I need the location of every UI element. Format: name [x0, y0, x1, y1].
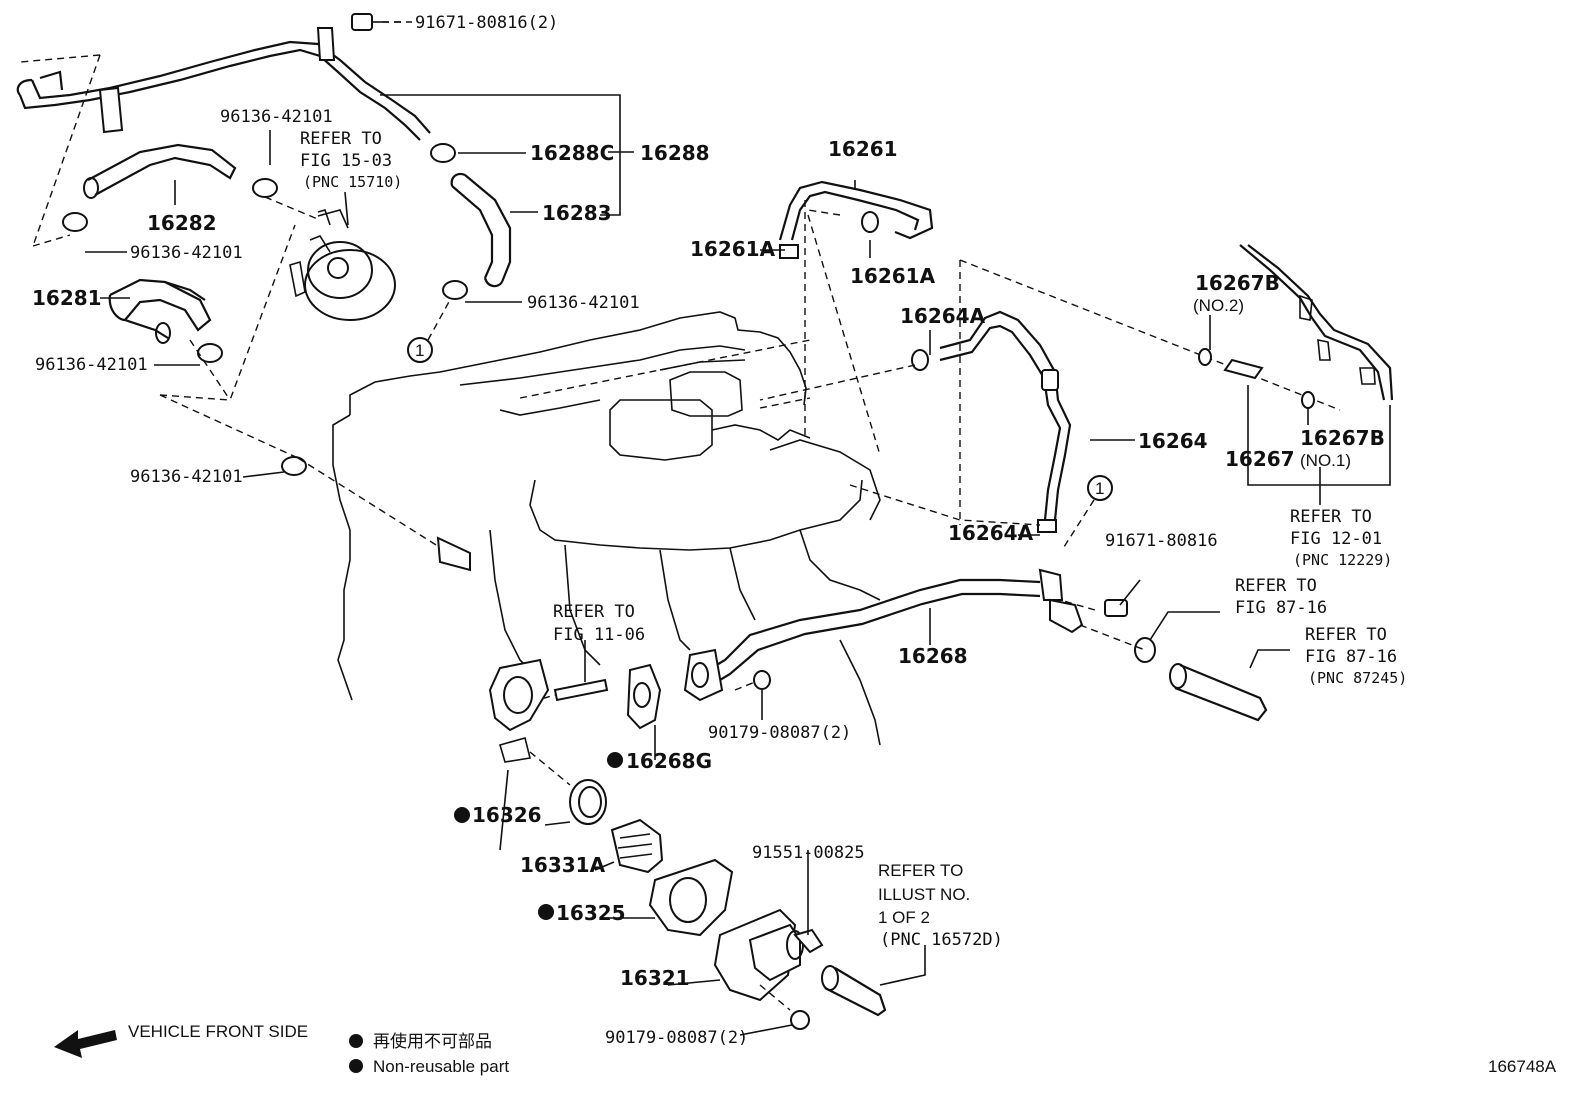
figure-id: 166748A	[1488, 1057, 1557, 1076]
label-refer-8716a-l2: FIG 87-16	[1235, 598, 1327, 618]
label-refer-1503-l2: FIG 15-03	[300, 151, 392, 171]
hose-16267	[1198, 348, 1315, 409]
label-16264: 16264	[1138, 429, 1208, 453]
label-16282: 16282	[147, 211, 217, 235]
hose-16288-assembly	[16, 27, 431, 247]
clamp-16288c	[430, 143, 456, 163]
label-clamp-left-a: 96136-42101	[130, 243, 243, 263]
vehicle-front-arrow-icon	[54, 1030, 117, 1058]
hose-16282	[83, 143, 237, 205]
non-reusable-dot-16326	[454, 807, 470, 823]
label-16326: 16326	[472, 803, 542, 827]
label-refer-8716b-l1: REFER TO	[1305, 625, 1387, 645]
label-refer-illust-l3: 1 OF 2	[878, 908, 930, 927]
label-16261: 16261	[828, 137, 898, 161]
gasket-16326	[569, 779, 607, 825]
engine-drawing	[332, 311, 881, 746]
hose-pnc-16572d	[821, 965, 887, 1017]
label-refer-8716b-l2: FIG 87-16	[1305, 647, 1397, 667]
thermostat-16331a	[610, 818, 664, 874]
label-bolt-top: 91671-80816(2)	[415, 13, 558, 33]
sensor-part	[436, 536, 471, 572]
legend-vehicle-front: VEHICLE FRONT SIDE	[128, 1022, 308, 1041]
label-nut-bottom: 90179-08087(2)	[605, 1028, 748, 1048]
dashed-leaders-right	[759, 200, 1341, 526]
label-refer-1201-l1: REFER TO	[1290, 507, 1372, 527]
clamp-fig-8716	[1079, 624, 1156, 663]
legend: VEHICLE FRONT SIDE 再使用不可部品 Non-reusable …	[54, 1022, 1557, 1076]
label-16267: 16267	[1225, 447, 1295, 471]
label-refer-8716b-l3: (PNC 87245)	[1308, 669, 1407, 687]
label-circle-one-b: 1	[1095, 479, 1104, 498]
nut-bottom	[790, 1010, 810, 1030]
non-reusable-dot-16325	[538, 904, 554, 920]
hose-16281	[108, 278, 212, 344]
label-16331a: 16331A	[520, 853, 606, 877]
label-16267b-top: 16267B	[1195, 271, 1280, 295]
leader-circle-left	[427, 299, 451, 341]
label-refer-1201-l2: FIG 12-01	[1290, 529, 1382, 549]
label-16288: 16288	[640, 141, 710, 165]
label-clamp-mid: 96136-42101	[527, 293, 640, 313]
label-refer-1503-l1: REFER TO	[300, 129, 382, 149]
label-circle-one-a: 1	[415, 341, 424, 360]
label-no1: (NO.1)	[1300, 451, 1351, 470]
label-no2: (NO.2)	[1193, 296, 1244, 315]
label-16325: 16325	[556, 901, 626, 925]
label-16264a-bot: 16264A	[948, 521, 1034, 545]
oil-cooler	[289, 209, 396, 321]
label-16281: 16281	[32, 286, 102, 310]
legend-non-reusable-jp: 再使用不可部品	[373, 1031, 492, 1051]
label-bolt-mid: 91671-80816	[1105, 531, 1218, 551]
label-refer-illust-l2: ILLUST NO.	[878, 885, 970, 904]
label-clamp-left-c: 96136-42101	[130, 467, 243, 487]
label-refer-illust-l1: REFER TO	[878, 861, 963, 880]
hose-16264	[911, 310, 1072, 533]
legend-non-reusable-en: Non-reusable part	[373, 1057, 509, 1076]
label-refer-illust-l4: (PNC 16572D)	[880, 930, 1003, 950]
hose-16283	[442, 172, 512, 300]
water-inlet-16321	[713, 908, 804, 1011]
hose-16261	[778, 180, 934, 259]
label-nut-top: 90179-08087(2)	[708, 723, 851, 743]
label-16283: 16283	[542, 201, 612, 225]
bolt-bottom	[793, 928, 824, 954]
gasket-16325	[648, 858, 734, 937]
nut-top	[734, 670, 771, 691]
label-16288c: 16288C	[530, 141, 614, 165]
label-refer-1503-l3: (PNC 15710)	[303, 173, 402, 191]
label-16268g: 16268G	[626, 749, 712, 773]
label-16264a-top: 16264A	[900, 304, 986, 328]
label-bolt-bottom: 91551-00825	[752, 843, 865, 863]
label-clamp-left-b: 96136-42101	[35, 355, 148, 375]
label-refer-1106-l2: FIG 11-06	[553, 625, 645, 645]
circle-ref-1-left	[407, 337, 433, 363]
label-refer-8716a-l1: REFER TO	[1235, 576, 1317, 596]
non-reusable-dot-16268g	[607, 752, 623, 768]
gasket-16268g	[626, 663, 662, 730]
label-refer-1201-l3: (PNC 12229)	[1293, 551, 1392, 569]
legend-dot-jp	[349, 1034, 363, 1048]
callout-labels: 91671-80816(2) 96136-42101 REFER TO FIG …	[32, 13, 1407, 1048]
pipe-fig-1201	[1239, 244, 1394, 401]
label-16321: 16321	[620, 966, 690, 990]
leader-circle-right	[1061, 499, 1095, 551]
label-16261a-right: 16261A	[850, 264, 936, 288]
label-16268: 16268	[898, 644, 968, 668]
label-refer-1106-l1: REFER TO	[553, 602, 635, 622]
label-clamp-top: 96136-42101	[220, 107, 333, 127]
water-outlet-flange	[488, 658, 571, 851]
pipe-16268	[683, 568, 1084, 702]
legend-dot-en	[349, 1059, 363, 1073]
leader-lines	[85, 21, 1391, 1036]
hose-pnc-87245	[1169, 663, 1268, 722]
clamps-left	[62, 178, 461, 561]
label-16261a-left: 16261A	[690, 237, 776, 261]
circle-ref-1-right	[1087, 475, 1113, 501]
label-16267b-bot: 16267B	[1300, 426, 1385, 450]
